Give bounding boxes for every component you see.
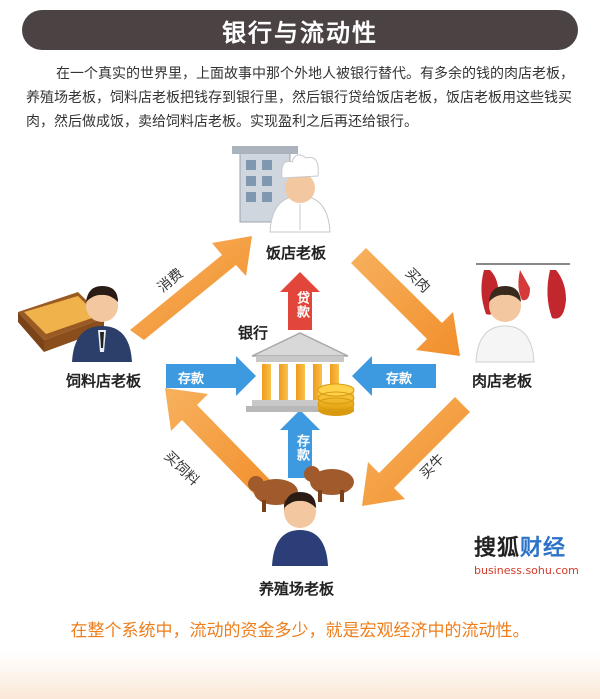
arrow-deposit-bottom bbox=[280, 410, 320, 478]
feed-tray-icon bbox=[18, 292, 104, 352]
node-farm-label: 养殖场老板 bbox=[259, 580, 335, 598]
label-deposit-right: 存款 bbox=[386, 372, 413, 387]
arrow-loan bbox=[280, 272, 320, 330]
brand-url: business.sohu.com bbox=[474, 564, 579, 577]
sohu-finance-logo: 搜狐财经 business.sohu.com bbox=[474, 530, 579, 577]
arrow-consume bbox=[130, 236, 252, 340]
label-deposit-left: 存款 bbox=[178, 372, 205, 387]
brand-name: 搜狐财经 bbox=[474, 536, 567, 561]
cattle-icon bbox=[248, 466, 354, 512]
coins-icon bbox=[317, 383, 355, 416]
page-title: 银行与流动性 bbox=[222, 18, 378, 47]
arrow-buy-feed bbox=[165, 388, 273, 498]
arrow-deposit-right bbox=[352, 356, 436, 396]
butcher-icon bbox=[475, 286, 535, 363]
farmer-icon bbox=[272, 492, 328, 566]
footer-strip bbox=[0, 652, 600, 699]
node-bank-label: 银行 bbox=[238, 324, 269, 342]
node-restaurant-label: 饭店老板 bbox=[266, 244, 327, 262]
arrow-buy-meat bbox=[351, 248, 460, 356]
arrow-buy-cattle bbox=[362, 397, 470, 506]
label-loan: 贷款 bbox=[294, 291, 309, 319]
title-bar: 银行与流动性 bbox=[22, 10, 578, 50]
label-deposit-bottom: 存款 bbox=[294, 434, 309, 462]
arrow-deposit-left bbox=[166, 356, 256, 396]
feed-store-owner-icon bbox=[72, 286, 132, 362]
chef-icon bbox=[269, 154, 331, 233]
node-feed-store-label: 饲料店老板 bbox=[66, 372, 142, 390]
bank-icon bbox=[246, 332, 354, 412]
node-butcher-label: 肉店老板 bbox=[472, 372, 533, 390]
intro-paragraph: 在一个真实的世界里，上面故事中那个外地人被银行替代。有多余的钱的肉店老板，养殖场… bbox=[26, 66, 574, 130]
summary-text: 在整个系统中，流动的资金多少，就是宏观经济中的流动性。 bbox=[70, 621, 530, 641]
